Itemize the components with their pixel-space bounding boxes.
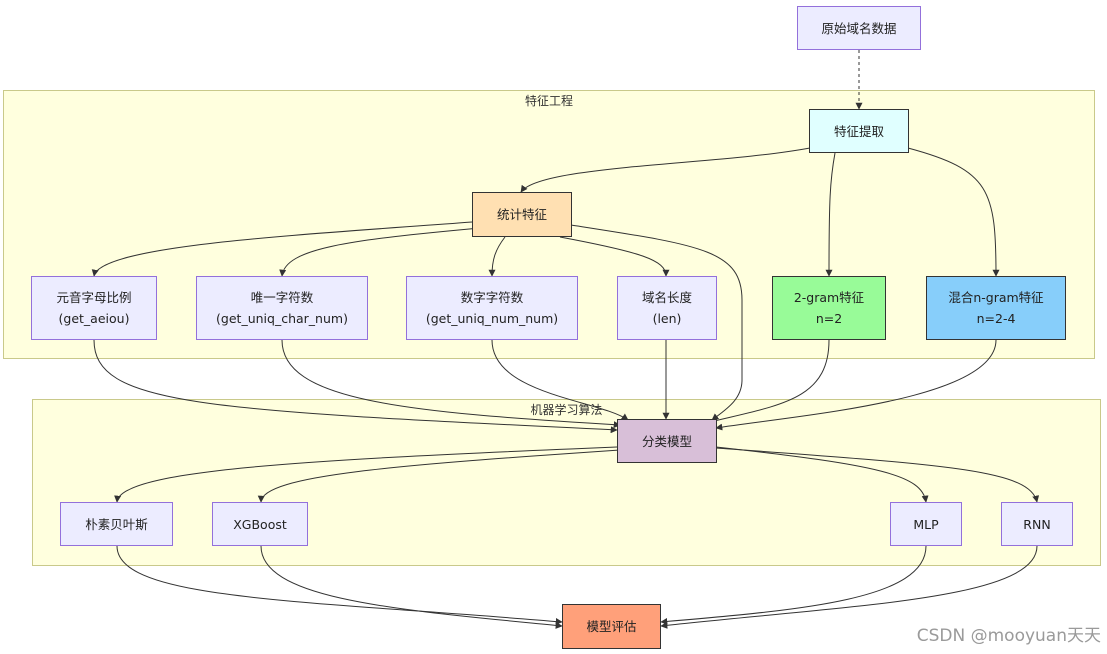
edge-stat-to-classifier <box>570 224 743 421</box>
edge-classifier-to-mlp <box>715 446 929 503</box>
node-unique-char-count: 唯一字符数 (get_uniq_char_num) <box>196 276 368 340</box>
edge-xgb-to-eval <box>260 545 563 629</box>
node-mlp: MLP <box>890 502 962 546</box>
node-statistical-features-label: 统计特征 <box>496 207 547 222</box>
edge-stat-to-uniq <box>279 227 481 277</box>
node-model-evaluation: 模型评估 <box>562 604 661 649</box>
edge-mixed-to-classifier <box>715 339 997 431</box>
csdn-watermark: CSDN @mooyuan天天 <box>916 626 1101 646</box>
node-digit-char-count-func: (get_uniq_num_num) <box>425 311 559 326</box>
node-raw-domain-data: 原始域名数据 <box>797 6 921 50</box>
edge-classifier-to-xgb <box>257 449 621 503</box>
node-rnn-label: RNN <box>1023 516 1051 532</box>
edge-vowel-to-classifier <box>93 339 618 434</box>
node-vowel-ratio-func: (get_aeiou) <box>58 311 130 326</box>
node-vowel-ratio-label: 元音字母比例 <box>56 290 132 305</box>
edge-extract-to-stat <box>520 147 811 193</box>
edge-mlp-to-eval <box>660 545 927 625</box>
node-naive-bayes-label: 朴素贝叶斯 <box>85 516 148 532</box>
node-classification-model: 分类模型 <box>617 419 717 463</box>
node-domain-length: 域名长度 (len) <box>617 276 717 340</box>
edge-stat-to-len <box>559 236 670 277</box>
edge-bigram-to-classifier <box>709 339 830 424</box>
node-digit-char-count: 数字字符数 (get_uniq_num_num) <box>406 276 578 340</box>
edge-classifier-to-rnn <box>715 447 1040 503</box>
node-statistical-features: 统计特征 <box>472 192 572 237</box>
node-domain-length-label: 域名长度 <box>641 290 692 305</box>
node-unique-char-count-func: (get_uniq_char_num) <box>216 311 348 326</box>
ml-algorithms-label: 机器学习算法 <box>530 403 603 417</box>
edge-classifier-to-nb <box>114 446 618 503</box>
edge-rnn-to-eval <box>660 545 1038 629</box>
node-unique-char-count-label: 唯一字符数 <box>250 290 314 305</box>
edge-uniq-to-classifier <box>281 339 621 429</box>
edge-extract-to-bigram <box>825 152 836 277</box>
node-2gram-features-param: n=2 <box>815 311 843 326</box>
node-vowel-ratio: 元音字母比例 (get_aeiou) <box>31 276 157 340</box>
edge-digit-to-classifier <box>491 339 629 421</box>
node-raw-domain-data-label: 原始域名数据 <box>821 20 897 36</box>
node-digit-char-count-label: 数字字符数 <box>460 290 524 305</box>
node-naive-bayes: 朴素贝叶斯 <box>60 502 173 546</box>
node-mixed-ngram-features-param: n=2-4 <box>976 311 1016 326</box>
edge-extract-to-mixed <box>907 147 1000 277</box>
node-domain-length-func: (len) <box>652 311 682 326</box>
feature-engineering-label: 特征工程 <box>524 94 573 108</box>
edge-nb-to-eval <box>116 545 563 625</box>
node-feature-extraction-label: 特征提取 <box>833 123 884 139</box>
node-feature-extraction: 特征提取 <box>809 109 909 153</box>
node-rnn: RNN <box>1001 502 1073 546</box>
node-2gram-features: 2-gram特征 n=2 <box>772 276 886 340</box>
edge-stat-to-digit <box>488 236 506 277</box>
edge-stat-to-vowel <box>91 221 473 277</box>
node-xgboost-label: XGBoost <box>233 516 287 532</box>
node-classification-model-label: 分类模型 <box>641 433 692 449</box>
node-mixed-ngram-features: 混合n-gram特征 n=2-4 <box>926 276 1066 340</box>
node-xgboost: XGBoost <box>212 502 308 546</box>
node-2gram-features-label: 2-gram特征 <box>793 290 865 305</box>
node-mixed-ngram-features-label: 混合n-gram特征 <box>948 290 1044 305</box>
node-mlp-label: MLP <box>913 516 939 532</box>
node-model-evaluation-label: 模型评估 <box>586 619 637 634</box>
